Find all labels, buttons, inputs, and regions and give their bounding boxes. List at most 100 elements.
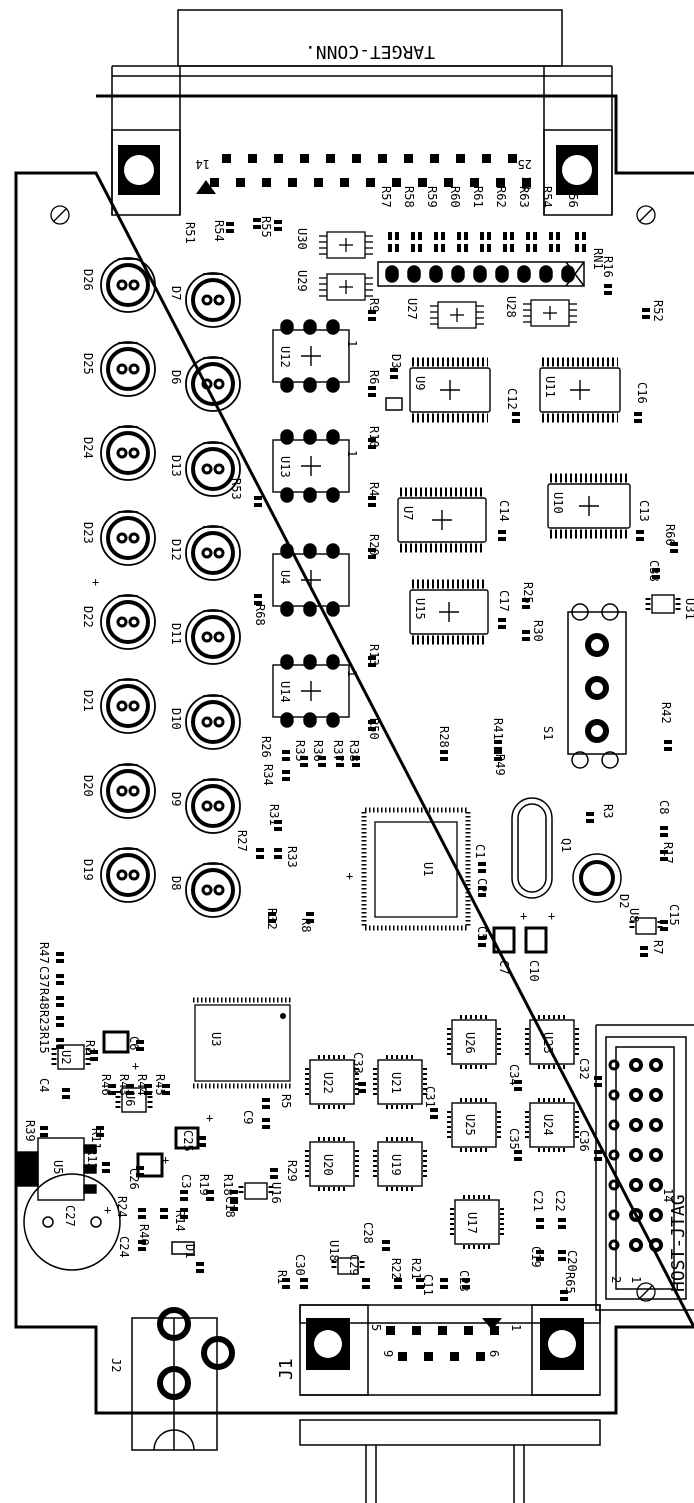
smd-pad (274, 855, 282, 859)
smd-pad (56, 959, 64, 963)
host-jtag-pin (608, 1059, 620, 1071)
smd-pad (440, 1278, 448, 1282)
smd-pad (440, 1285, 448, 1289)
r11-label: R11 (89, 1128, 103, 1150)
d23-led-label: D23 (81, 522, 95, 544)
smd-pad (394, 1278, 402, 1282)
j1-pin9-label: 9 (381, 1350, 395, 1357)
r10-label: R10 (367, 426, 381, 448)
smd-pad (56, 1016, 64, 1020)
c7-label: C7 (497, 960, 511, 974)
smd-pad (670, 542, 678, 546)
smd-pad (478, 943, 486, 947)
smd-pad (282, 1285, 290, 1289)
d26-led-label: D26 (81, 269, 95, 291)
u29-soic8 (319, 273, 373, 301)
r65-label: R65 (563, 1272, 577, 1294)
c10-tantalum (524, 926, 548, 954)
smd-pad (586, 819, 594, 823)
host-jtag-pin (649, 1178, 663, 1192)
r21-label: R21 (409, 1258, 423, 1280)
host-jtag-pin (649, 1148, 663, 1162)
c27-electrolytic (23, 1173, 121, 1271)
smd-pad (390, 368, 398, 372)
u16-label: U16 (269, 1182, 283, 1204)
polarity-mark: + (206, 1111, 213, 1125)
smd-pad (660, 850, 668, 854)
u13-dip8 (272, 429, 350, 503)
smd-pad (226, 229, 234, 233)
u4-dip8 (272, 543, 350, 617)
r48-label: R48 (37, 988, 51, 1010)
u14-dip8 (272, 654, 350, 728)
polarity-mark: + (92, 575, 99, 589)
smd-pad (300, 756, 308, 760)
led-footprint (185, 525, 241, 581)
host-jtag-pin (608, 1239, 620, 1251)
smd-pad (536, 1257, 544, 1261)
c25-label: C25 (181, 1130, 195, 1152)
smd-pad (368, 496, 376, 500)
r14-label: R14 (173, 1210, 187, 1232)
c19-label: C19 (529, 1246, 543, 1268)
target-connector (111, 9, 613, 216)
c30-label: C30 (293, 1254, 307, 1276)
c24-label: C24 (117, 1236, 131, 1258)
u15-soic (409, 579, 489, 645)
smd-pad (274, 820, 282, 824)
u22-label: U22 (321, 1072, 335, 1094)
led-footprint (185, 694, 241, 750)
smd-pad (62, 1088, 70, 1092)
smd-pad (536, 1225, 544, 1229)
smd-pad (300, 1285, 308, 1289)
polarity-mark: 1 (345, 670, 359, 677)
c1-label: C1 (473, 844, 487, 858)
smd-pad (162, 1091, 170, 1095)
target-pin-pad (496, 178, 505, 187)
j1-pin-pad (398, 1352, 407, 1361)
smd-pad (522, 605, 530, 609)
smd-pad (640, 953, 648, 957)
u21-label: U21 (389, 1072, 403, 1094)
smd-pad (136, 1173, 144, 1177)
smd-pad (136, 1040, 144, 1044)
smd-pad (634, 419, 642, 423)
r42-label: R42 (659, 702, 673, 724)
crystal-q1 (511, 797, 553, 899)
smd-pad (256, 855, 264, 859)
host-pin1-label: 1 (629, 1276, 643, 1283)
target-pin-pad (236, 178, 245, 187)
mounting-holes (50, 205, 656, 1302)
smd-pad (56, 1045, 64, 1049)
target-pin-pad (326, 154, 335, 163)
d12-led-label: D12 (169, 539, 183, 561)
c12-label: C12 (505, 388, 519, 410)
r23-label: R23 (37, 1010, 51, 1032)
u31-label: U31 (683, 598, 694, 620)
smd-pad (512, 419, 520, 423)
target-mount-hole-right (562, 155, 592, 185)
smd-pad (664, 740, 672, 744)
u28-label: U28 (504, 296, 518, 318)
u2-package (51, 1044, 91, 1070)
smd-pad (274, 827, 282, 831)
smd-pad (352, 756, 360, 760)
smd-pad (108, 1084, 116, 1088)
smd-pad (536, 1218, 544, 1222)
r9-label: R9 (367, 298, 381, 312)
smd-pad (318, 763, 326, 767)
d3-diode (385, 397, 403, 411)
j1-pin-pad (490, 1326, 499, 1335)
d6-led-label: D6 (169, 370, 183, 384)
target-pin-pad (314, 178, 323, 187)
c11-label: C11 (421, 1274, 435, 1296)
u9-label: U9 (413, 376, 427, 390)
smd-pad (96, 1133, 104, 1137)
host-jtag-pin (649, 1118, 663, 1132)
smd-pad (664, 747, 672, 751)
polarity-mark: + (162, 1153, 169, 1167)
u11-label: U11 (543, 376, 557, 398)
u30-soic8 (319, 231, 373, 259)
host-jtag-pin (608, 1119, 620, 1131)
smd-pad (498, 537, 506, 541)
